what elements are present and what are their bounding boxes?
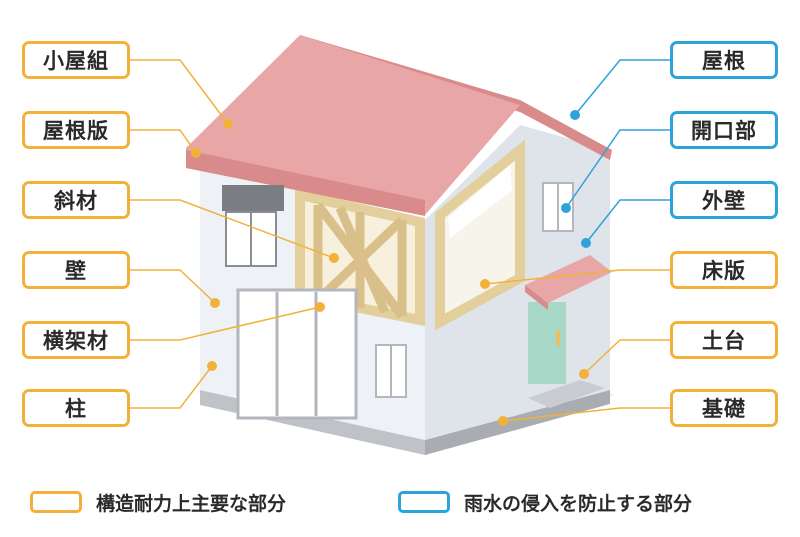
label-kabe: 壁	[22, 251, 130, 289]
dot-gaiheki	[581, 238, 591, 248]
roof-edge	[186, 150, 425, 216]
label-yane: 屋根	[670, 41, 778, 79]
shutter-box	[222, 185, 284, 211]
dot-dodai	[579, 369, 589, 379]
label-koyagumi: 小屋組	[22, 41, 130, 79]
label-kiso: 基礎	[670, 389, 778, 427]
legend-structural-text: 構造耐力上主要な部分	[96, 493, 287, 515]
door-canopy	[525, 255, 612, 303]
label-hashira: 柱	[22, 389, 130, 427]
door-step	[528, 380, 605, 408]
floor-interior	[448, 165, 512, 238]
dot-yane	[570, 110, 580, 120]
label-gaiheki: 外壁	[670, 181, 778, 219]
dot-hashira	[207, 361, 217, 371]
label-shazai: 斜材	[22, 181, 130, 219]
dot-oukazai	[315, 302, 325, 312]
dot-yukaban	[480, 279, 490, 289]
dot-koyagumi	[223, 119, 233, 129]
label-yanebanban: 屋根版	[22, 111, 130, 149]
sliding-window	[236, 288, 358, 420]
legend-waterproof-text: 雨水の侵入を防止する部分	[464, 493, 693, 515]
leader-lines	[130, 59, 670, 422]
label-yukaban: 床版	[670, 251, 778, 289]
dot-kaikoubu	[561, 203, 571, 213]
door	[528, 302, 566, 384]
dot-shazai	[329, 253, 339, 263]
foundation-side	[425, 390, 610, 455]
dot-yanebanban	[191, 148, 201, 158]
dot-kabe	[210, 298, 220, 308]
label-oukazai: 横架材	[22, 321, 130, 359]
label-dodai: 土台	[670, 321, 778, 359]
marker-dots	[191, 110, 591, 426]
label-kaikoubu: 開口部	[670, 111, 778, 149]
legend-swatch-waterproof	[398, 491, 450, 513]
legend-swatch-structural	[30, 491, 82, 513]
dot-kiso	[498, 416, 508, 426]
